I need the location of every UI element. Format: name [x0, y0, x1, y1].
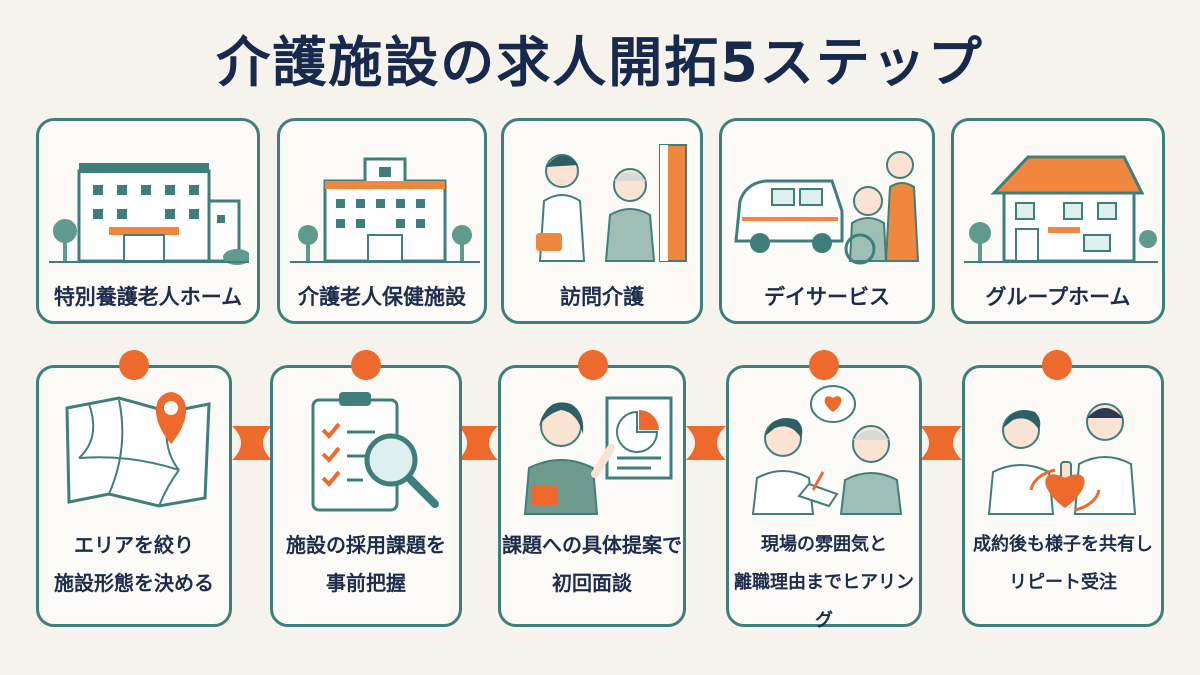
step-line1: 施設の採用課題を	[286, 533, 446, 557]
health-facility-building-icon	[290, 157, 480, 263]
step-card-4: 現場の雰囲気と 離職理由までヒアリング	[726, 365, 922, 631]
facility-card-tokuyo: 特別養護老人ホーム	[36, 118, 260, 324]
handshake-repeat-icon	[987, 403, 1137, 515]
step-line2: 離職理由までヒアリング	[734, 572, 914, 631]
facility-label: デイサービス	[764, 285, 890, 309]
group-home-house-icon	[964, 155, 1158, 263]
step-marker-dot	[578, 350, 608, 380]
presenter-chart-icon	[523, 396, 673, 515]
clipboard-magnifier-icon	[311, 392, 439, 512]
step-text: エリアを絞り 施設形態を決める	[39, 526, 229, 602]
facility-label: グループホーム	[985, 285, 1131, 309]
day-service-van-icon	[734, 151, 920, 265]
step-marker-dot	[119, 350, 149, 380]
facility-label: 介護老人保健施設	[298, 285, 466, 309]
step-line2: リピート受注	[1009, 572, 1117, 593]
step-marker-dot	[1042, 350, 1072, 380]
map-pin-icon	[65, 392, 211, 508]
step-connector	[686, 426, 726, 460]
step-line2: 事前把握	[326, 571, 406, 595]
step-card-3: 課題への具体提案で 初回面談	[498, 365, 686, 627]
step-connector	[232, 426, 272, 460]
step-text: 成約後も様子を共有し リピート受注	[965, 526, 1161, 602]
page-title: 介護施設の求人開拓5ステップ	[216, 31, 984, 94]
facility-label: 訪問介護	[560, 285, 644, 309]
facility-card-dayservice: デイサービス	[719, 118, 935, 324]
facility-card-houmon: 訪問介護	[501, 118, 703, 324]
step-marker-dot	[351, 350, 381, 380]
step-connector	[458, 426, 498, 460]
interview-heart-icon	[751, 385, 903, 515]
facility-card-roken: 介護老人保健施設	[277, 118, 487, 324]
step-line1: エリアを絞り	[74, 533, 194, 557]
step-text: 施設の採用課題を 事前把握	[273, 526, 459, 602]
step-card-2: 施設の採用課題を 事前把握	[270, 365, 462, 627]
step-card-1: エリアを絞り 施設形態を決める	[36, 365, 232, 627]
step-line1: 現場の雰囲気と	[761, 534, 887, 555]
step-line1: 成約後も様子を共有し	[973, 534, 1153, 555]
step-text: 現場の雰囲気と 離職理由までヒアリング	[729, 526, 919, 640]
step-card-5: 成約後も様子を共有し リピート受注	[962, 365, 1164, 627]
nursing-home-building-icon	[49, 163, 249, 265]
step-line2: 施設形態を決める	[54, 571, 214, 595]
step-connector	[920, 426, 962, 460]
step-line1: 課題への具体提案で	[502, 533, 682, 557]
step-text: 課題への具体提案で 初回面談	[501, 526, 683, 602]
home-visit-caregiver-icon	[536, 144, 687, 262]
step-marker-dot	[809, 350, 839, 380]
facility-label: 特別養護老人ホーム	[53, 285, 243, 309]
step-line2: 初回面談	[552, 571, 632, 595]
facility-card-grouphome: グループホーム	[951, 118, 1165, 324]
